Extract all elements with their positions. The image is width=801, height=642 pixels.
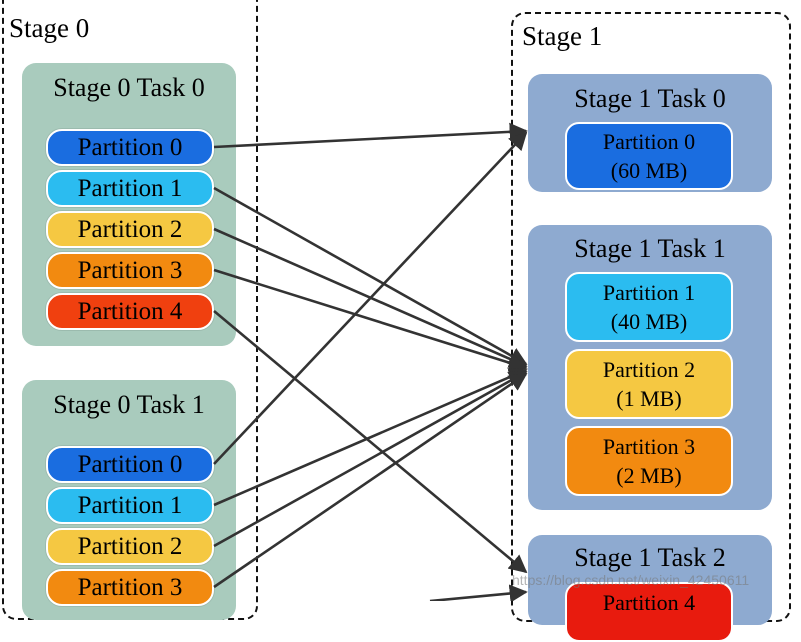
s1t1-partition-1-size: (40 MB) (610, 309, 688, 334)
stage-1-task-0-title: Stage 1 Task 0 (574, 84, 726, 113)
s0t0-partition-1: Partition 1 (46, 170, 214, 207)
arrow-s0t1p4-to-s1t2 (429, 584, 528, 601)
arrow-s0t0p3-to-s1t1 (213, 268, 528, 372)
stage-0-task-0-title: Stage 0 Task 0 (53, 73, 205, 102)
arrow-s0t1p1-to-s1t1 (213, 368, 528, 507)
s1t1-partition-3: Partition 3 (2 MB) (565, 426, 733, 496)
arrow-s0t0p1-to-s1t1 (213, 186, 528, 366)
s1t1-partition-3-size: (2 MB) (616, 463, 682, 488)
arrow-s0t1p3-to-s1t1 (213, 372, 528, 589)
s0t0-partition-4: Partition 4 (46, 293, 214, 330)
s0t1-partition-1: Partition 1 (46, 487, 214, 524)
s1t0-partition-0-name: Partition 0 (602, 129, 696, 154)
watermark: https://blog.csdn.net/weixin_42450611 (512, 572, 750, 588)
s0t0-partition-2: Partition 2 (46, 211, 214, 248)
arrow-s0t0p4-to-s1t2 (213, 310, 528, 574)
stage-1-task-1-title: Stage 1 Task 1 (574, 234, 726, 263)
s1t1-partition-2: Partition 2 (1 MB) (565, 349, 733, 419)
s0t0-partition-3: Partition 3 (46, 252, 214, 289)
s1t1-partition-3-name: Partition 3 (602, 434, 696, 459)
s1t0-partition-0-size: (60 MB) (610, 158, 688, 183)
shuffle-arrows (213, 122, 528, 601)
s0t1-partition-0: Partition 0 (46, 446, 214, 483)
arrow-s0t1p0-to-s1t0 (213, 131, 528, 465)
stage-1-task-2-title: Stage 1 Task 2 (574, 543, 726, 572)
s1t1-partition-1-name: Partition 1 (602, 280, 696, 305)
stage-0-task-1-title: Stage 0 Task 1 (53, 390, 205, 419)
s1t0-partition-0: Partition 0 (60 MB) (565, 122, 733, 190)
s1t1-partition-2-size: (1 MB) (616, 386, 682, 411)
stage-1-label: Stage 1 (522, 21, 603, 51)
stage-0-label: Stage 0 (9, 13, 90, 43)
s0t0-partition-0: Partition 0 (46, 129, 214, 166)
arrow-s0t0p0-to-s1t0 (213, 122, 528, 149)
s0t1-partition-2: Partition 2 (46, 528, 214, 565)
s1t1-partition-1: Partition 1 (40 MB) (565, 272, 733, 342)
arrow-s0t1p2-to-s1t1 (213, 370, 528, 548)
s1t1-partition-2-name: Partition 2 (602, 357, 696, 382)
